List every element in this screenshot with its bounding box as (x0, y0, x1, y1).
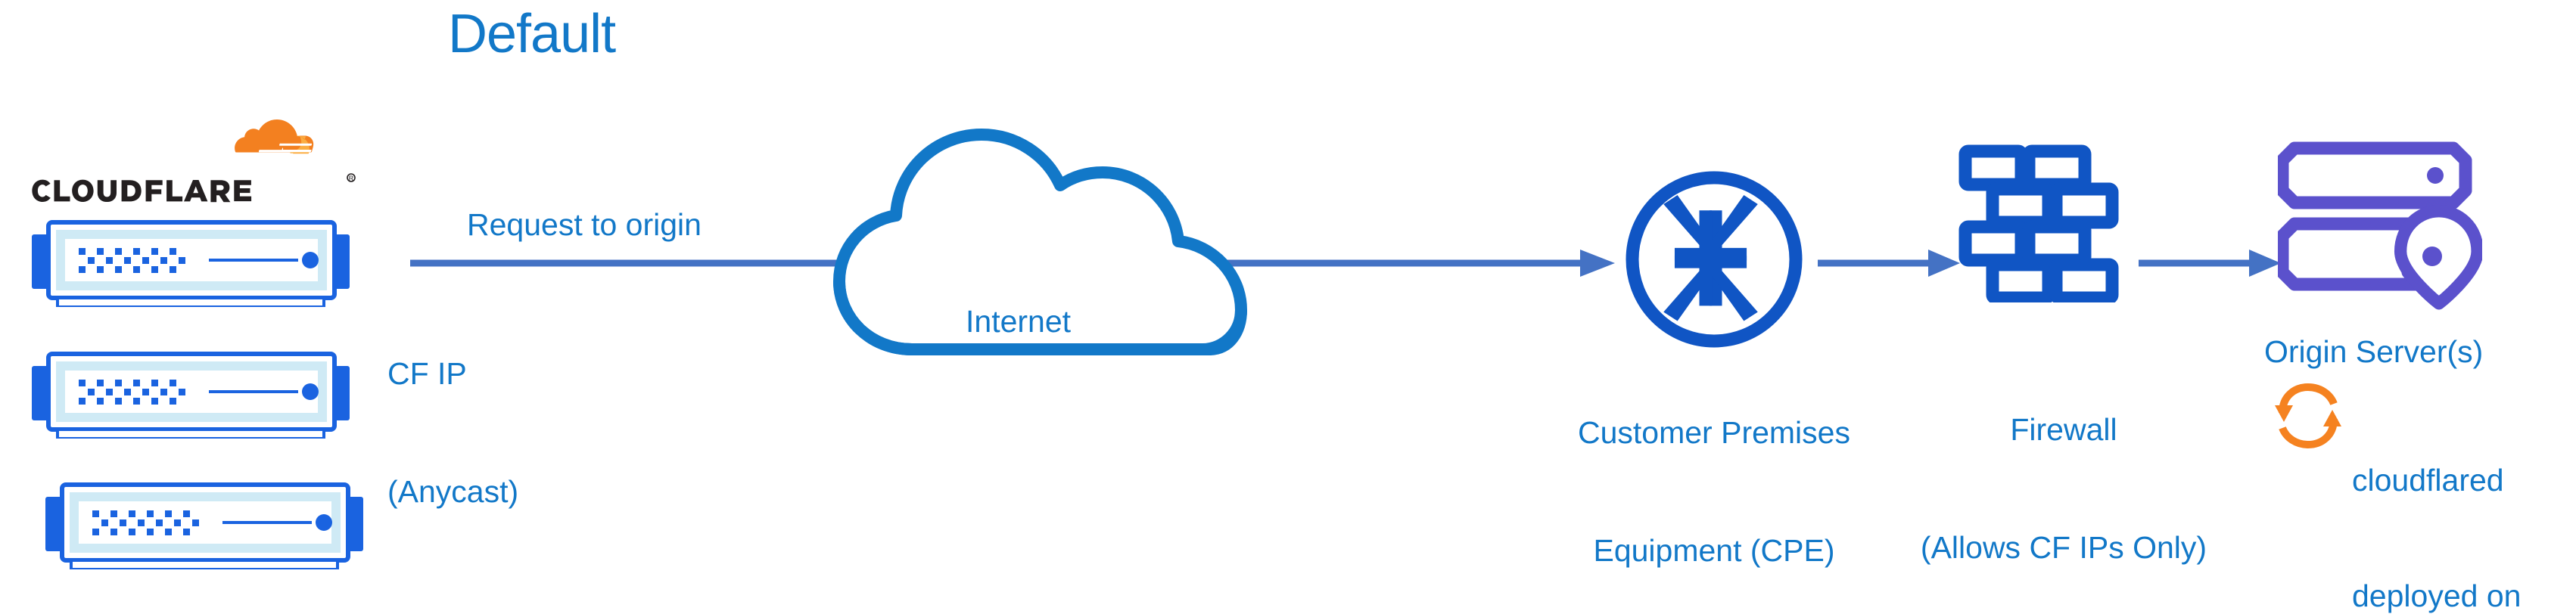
server-stack-icon (45, 482, 363, 569)
label-cloudflared-line1: cloudflared (2352, 463, 2504, 498)
label-cloudflared-line2: deployed on (2352, 578, 2522, 613)
page-title: Default (448, 4, 616, 64)
refresh-sync-icon (2275, 383, 2341, 449)
label-cloudflared-deployed: cloudflared deployed on servers (2352, 384, 2521, 614)
label-firewall-line2: (Allows CF IPs Only) (1920, 530, 2207, 565)
label-request-to-origin: Request to origin (467, 207, 702, 242)
label-internet: Internet (966, 304, 1072, 339)
label-firewall: Firewall (Allows CF IPs Only) (1901, 331, 2226, 614)
label-customer-premises-equipment: Customer Premises Equipment (CPE) (1555, 334, 1873, 614)
server-stack-icon (32, 220, 350, 307)
router-icon (1626, 171, 1803, 348)
connector-firewall-to-origin (2139, 250, 2281, 277)
server-rack-pin-icon (2278, 141, 2482, 310)
label-cf-ip-line1: CF IP (387, 356, 467, 391)
cloudflare-wordmark: R (32, 173, 356, 203)
label-cpe-line2: Equipment (CPE) (1593, 533, 1835, 568)
connector-cpe-to-firewall (1818, 250, 1960, 277)
cloudflare-cloud-mark-icon (235, 119, 314, 154)
internet-cloud-icon (833, 129, 1247, 355)
label-cf-ip-line2: (Anycast) (387, 474, 519, 509)
brick-wall-icon (1958, 144, 2119, 302)
cloudflare-logo: R (30, 110, 363, 212)
label-firewall-line1: Firewall (2010, 412, 2117, 447)
server-stack-icon (32, 352, 350, 439)
label-cpe-line1: Customer Premises (1578, 415, 1850, 450)
svg-text:R: R (349, 175, 354, 182)
label-cf-ip-anycast: CF IP (Anycast) (387, 275, 518, 590)
label-origin-servers: Origin Server(s) (2264, 334, 2484, 369)
